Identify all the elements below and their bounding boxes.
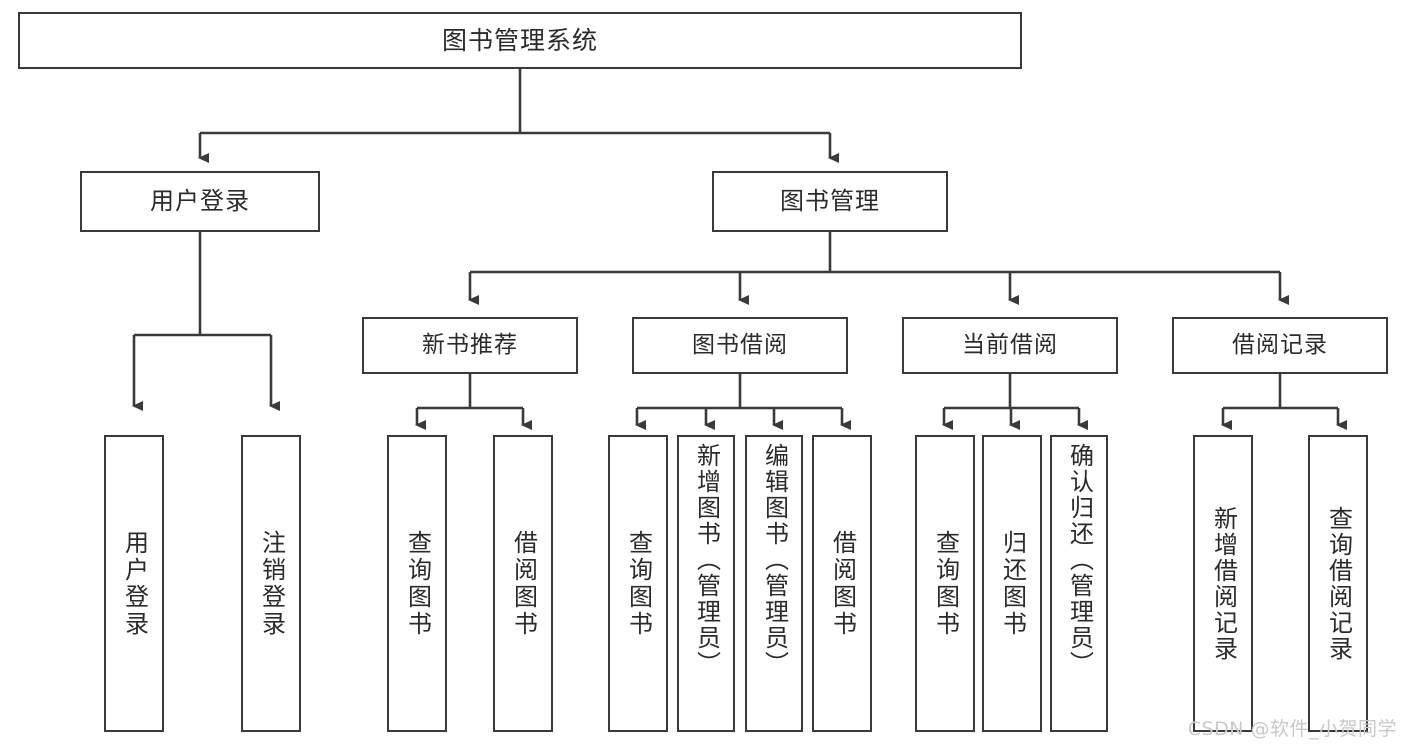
leaf-add-book[interactable]: 新增图书（管理员）	[677, 435, 735, 732]
leaf-logout-login-label: 注销登录	[257, 529, 286, 638]
node-new-book-rec-label: 新书推荐	[422, 331, 518, 358]
leaf-edit-book-label: 编辑图书（管理员）	[760, 443, 789, 677]
leaf-return-book-label: 归还图书	[998, 529, 1027, 638]
leaf-edit-book[interactable]: 编辑图书（管理员）	[745, 435, 803, 732]
leaf-return-book[interactable]: 归还图书	[982, 435, 1042, 732]
leaf-add-record[interactable]: 新增借阅记录	[1193, 435, 1253, 732]
node-borrow-record-label: 借阅记录	[1232, 331, 1328, 358]
leaf-user-login-label: 用户登录	[120, 529, 149, 638]
leaf-confirm-return-label: 确认归还（管理员）	[1065, 443, 1094, 677]
leaf-query-book-1-label: 查询图书	[403, 529, 432, 638]
leaf-query-record-label: 查询借阅记录	[1324, 505, 1353, 662]
leaf-user-login[interactable]: 用户登录	[104, 435, 164, 732]
leaf-logout-login[interactable]: 注销登录	[241, 435, 301, 732]
leaf-query-book-1[interactable]: 查询图书	[387, 435, 447, 732]
leaf-query-book-2-label: 查询图书	[624, 529, 653, 638]
node-root-label: 图书管理系统	[441, 25, 598, 55]
leaf-query-record[interactable]: 查询借阅记录	[1308, 435, 1368, 732]
csdn-watermark: CSDN @软件_小贺同学	[1187, 718, 1397, 740]
node-user-login-label: 用户登录	[150, 187, 250, 216]
node-book-manage[interactable]: 图书管理	[712, 171, 948, 232]
leaf-query-book-3-label: 查询图书	[931, 529, 960, 638]
leaf-confirm-return[interactable]: 确认归还（管理员）	[1050, 435, 1108, 732]
leaf-borrow-book-2[interactable]: 借阅图书	[812, 435, 872, 732]
node-book-borrow[interactable]: 图书借阅	[632, 317, 848, 374]
leaf-borrow-book-1-label: 借阅图书	[509, 529, 538, 638]
node-book-borrow-label: 图书借阅	[692, 331, 788, 358]
leaf-add-book-label: 新增图书（管理员）	[692, 443, 721, 677]
node-current-borrow-label: 当前借阅	[962, 331, 1058, 358]
node-user-login[interactable]: 用户登录	[80, 171, 320, 232]
node-new-book-rec[interactable]: 新书推荐	[362, 317, 578, 374]
leaf-borrow-book-2-label: 借阅图书	[828, 529, 857, 638]
leaf-add-record-label: 新增借阅记录	[1209, 505, 1238, 662]
leaf-query-book-2[interactable]: 查询图书	[608, 435, 668, 732]
leaf-borrow-book-1[interactable]: 借阅图书	[493, 435, 553, 732]
leaf-query-book-3[interactable]: 查询图书	[915, 435, 975, 732]
node-current-borrow[interactable]: 当前借阅	[902, 317, 1118, 374]
node-book-manage-label: 图书管理	[780, 187, 880, 216]
node-borrow-record[interactable]: 借阅记录	[1172, 317, 1388, 374]
node-root[interactable]: 图书管理系统	[18, 12, 1022, 69]
